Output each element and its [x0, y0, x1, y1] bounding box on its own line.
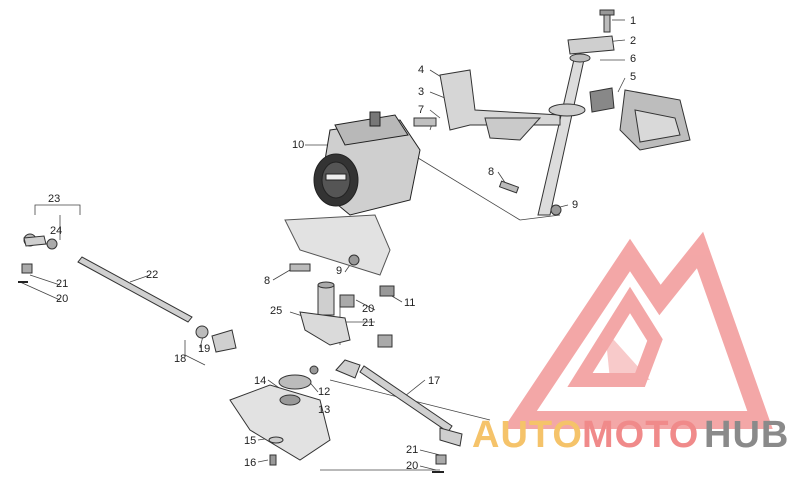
power-steering-unit [284, 111, 421, 276]
callout-labels: 1 2 3 4 5 6 7 8 9 10 8 9 11 20 21 25 23 … [48, 15, 636, 472]
steering-arm [289, 254, 395, 348]
callout-21b: 21 [56, 278, 68, 290]
lower-bearing-assembly [229, 365, 331, 466]
callout-7: 7 [418, 104, 424, 116]
callout-14: 14 [254, 375, 266, 387]
callout-13: 13 [318, 404, 330, 416]
callout-11: 11 [404, 297, 415, 309]
callout-10: 10 [292, 139, 304, 151]
callout-19: 19 [198, 343, 210, 355]
callout-18: 18 [174, 353, 186, 365]
callout-20c: 20 [406, 460, 418, 472]
callout-4: 4 [418, 64, 424, 76]
right-tie-rod-assembly [335, 359, 463, 473]
callout-21a: 21 [362, 317, 374, 329]
callout-15: 15 [244, 435, 256, 447]
callout-8a: 8 [488, 166, 494, 178]
callout-21c: 21 [406, 444, 418, 456]
callout-23: 23 [48, 193, 60, 205]
callout-20a: 20 [362, 303, 374, 315]
watermark-hub: HUB [704, 414, 789, 456]
callout-8b: 8 [264, 275, 270, 287]
callout-16: 16 [244, 457, 256, 469]
callout-20b: 20 [56, 293, 68, 305]
watermark-moto: MOTO [582, 414, 699, 456]
callout-9a: 9 [572, 199, 578, 211]
watermark-auto: AUTO [472, 414, 583, 456]
callout-1: 1 [630, 15, 636, 27]
callout-17: 17 [428, 375, 440, 387]
steering-column-assembly [413, 9, 691, 216]
callout-22: 22 [146, 269, 158, 281]
callout-24: 24 [50, 225, 62, 237]
callout-9b: 9 [336, 265, 342, 277]
watermark-logo [503, 231, 773, 429]
left-tie-rod-assembly [18, 233, 237, 353]
callout-3: 3 [418, 86, 424, 98]
callout-6: 6 [630, 53, 636, 65]
callout-2: 2 [630, 35, 636, 47]
callout-12: 12 [318, 386, 330, 398]
callout-25: 25 [270, 305, 282, 317]
callout-5: 5 [630, 71, 636, 83]
watermark-text: AUTO MOTO HUB [472, 414, 789, 456]
